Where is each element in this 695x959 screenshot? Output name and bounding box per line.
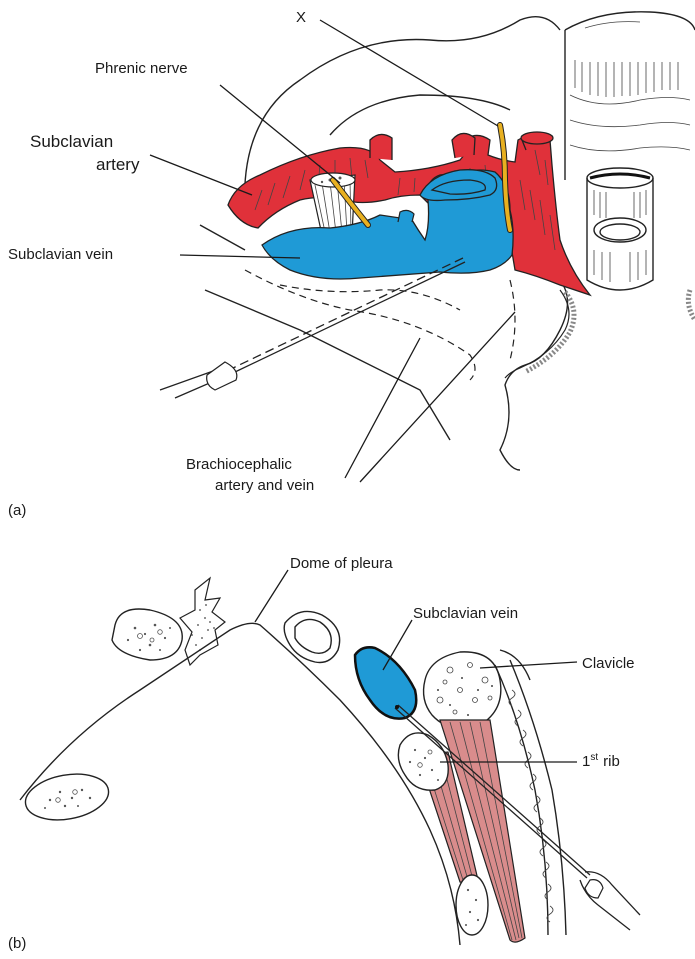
first-rib-word: rib [603, 753, 620, 770]
oesophagus [587, 168, 653, 290]
subclavian-vein-section [355, 647, 416, 718]
first-rib-superscript: st [590, 752, 598, 763]
label-brachiocephalic-2: artery and vein [215, 477, 314, 494]
bone-section-top-left [112, 609, 182, 660]
label-x: X [296, 9, 306, 26]
first-rib-dashed [245, 270, 475, 380]
panel-label-b: (b) [8, 935, 26, 952]
label-subclavian-vein-b: Subclavian vein [413, 605, 518, 622]
clavicle-section [424, 652, 501, 728]
rib-edge-right [688, 290, 695, 320]
first-rib-dashed-2 [280, 285, 460, 310]
label-subclavian-artery-1: Subclavian [30, 132, 113, 151]
brachiocephalic-dashed [510, 280, 515, 360]
panel-b: Dome of pleura Subclavian vein Clavicle … [8, 555, 640, 952]
bone-section-bottom-left [22, 768, 112, 826]
trachea [565, 12, 695, 180]
label-subclavian-artery-2: artery [96, 155, 140, 174]
label-clavicle: Clavicle [582, 655, 635, 672]
stippled-structure [180, 578, 225, 665]
lower-rib-section [456, 875, 488, 935]
label-phrenic-nerve: Phrenic nerve [95, 60, 188, 77]
label-brachiocephalic-1: Brachiocephalic [186, 456, 292, 473]
panel-label-a: (a) [8, 502, 26, 519]
label-dome-of-pleura: Dome of pleura [290, 555, 393, 572]
label-subclavian-vein-a: Subclavian vein [8, 246, 113, 263]
panel-a: X Phrenic nerve Subclavian artery Subcla… [8, 9, 695, 519]
first-rib-number: 1 [582, 753, 590, 770]
